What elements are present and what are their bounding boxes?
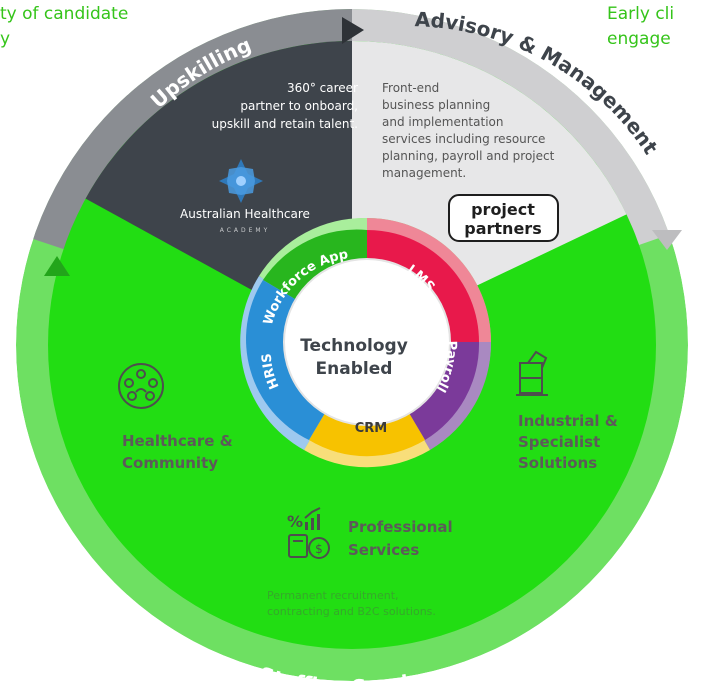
project-partners-logo-line: partners <box>464 219 541 238</box>
factory-robot-icon <box>516 350 548 396</box>
corner-left-line2: y <box>0 29 10 49</box>
technology-enabled-title: Technology <box>300 336 408 356</box>
industrial-title-line: Specialist <box>518 433 600 451</box>
healthcare-title-line: Community <box>122 454 218 472</box>
advisory-desc-line: planning, payroll and project <box>382 149 555 163</box>
technology-enabled-title: Enabled <box>316 359 393 379</box>
corner-left-line1: ty of candidate <box>0 4 128 24</box>
professional-title-line: Services <box>348 541 419 559</box>
academy-logo-sub: ACADEMY <box>220 227 271 234</box>
technology-center <box>283 258 451 426</box>
industrial-title-line: Solutions <box>518 454 597 472</box>
advisory-description: Front-end business planning and implemen… <box>382 81 555 180</box>
svg-text:%: % <box>287 512 303 531</box>
professional-title-line: Professional <box>348 518 453 536</box>
academy-logo-icon <box>219 159 263 203</box>
svg-text:$: $ <box>315 542 323 556</box>
upskilling-description: 360° career partner to onboard, upskill … <box>212 81 358 131</box>
upskilling-desc-line: upskill and retain talent. <box>212 117 358 131</box>
triangle-arrow-icon <box>652 230 682 250</box>
triangle-arrow-icon <box>342 17 364 44</box>
corner-right-line1: Early cli <box>607 4 674 24</box>
upskilling-desc-line: partner to onboard, <box>240 99 358 113</box>
project-partners-logo <box>448 194 559 242</box>
healthcare-title-line: Healthcare & <box>122 432 233 450</box>
academy-logo-name: Australian Healthcare <box>180 207 310 221</box>
corner-right-line2: engage <box>607 29 671 49</box>
upskilling-desc-line: 360° career <box>287 81 358 95</box>
triangle-arrow-icon <box>44 256 70 276</box>
professional-desc-line: Permanent recruitment, <box>267 589 399 602</box>
advisory-desc-line: Front-end <box>382 81 439 95</box>
technology-wheel <box>240 217 492 468</box>
advisory-desc-line: business planning <box>382 98 490 112</box>
advisory-desc-line: and implementation <box>382 115 503 129</box>
people-network-icon <box>118 363 164 409</box>
advisory-desc-line: services including resource <box>382 132 545 146</box>
project-partners-logo-line: project <box>471 200 535 219</box>
industrial-title-line: Industrial & <box>518 412 618 430</box>
crm-label: CRM <box>355 421 388 436</box>
advisory-desc-line: management. <box>382 166 466 180</box>
finance-icon: % $ <box>287 507 330 559</box>
professional-desc-line: contracting and B2C solutions. <box>267 605 436 618</box>
